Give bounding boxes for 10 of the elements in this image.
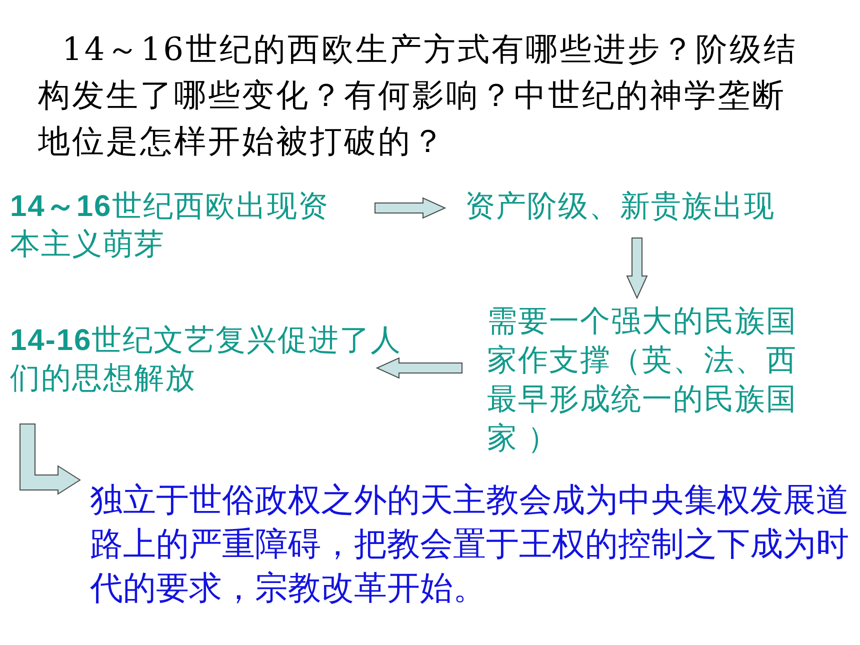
flow-text: 独立于世俗政权之外的天主教会成为中央集权发展道路上的严重障碍，把教会置于王权的控制之下成为时代的要求，宗教改革开始。 <box>90 479 850 609</box>
flow-text: 14-16世纪文艺复兴促进了人们的思想解放 <box>10 323 403 397</box>
flow-text: 14～16世纪西欧出现资本主义萌芽 <box>10 189 330 263</box>
block-arrow <box>626 238 648 300</box>
question-heading: 14～16世纪的西欧生产方式有哪些进步？阶级结构发生了哪些变化？有何影响？中世纪的神学垄断地位是怎样开始被打破的？ <box>38 29 798 162</box>
block-arrow <box>20 424 80 495</box>
flow-text: 资产阶级、新贵族出现 <box>465 189 776 225</box>
block-arrow <box>374 197 446 219</box>
flow-text: 需要一个强大的民族国家作支撑（英、法、西最早形成统一的民族国家 ） <box>487 304 798 457</box>
block-arrow <box>376 357 462 379</box>
